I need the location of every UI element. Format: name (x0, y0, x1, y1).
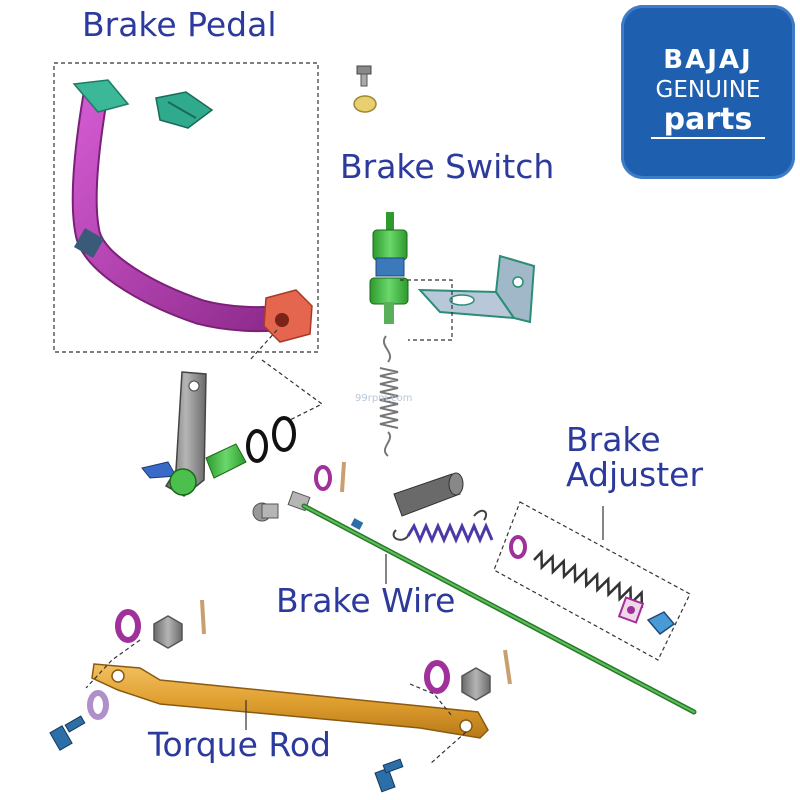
lever-to-oring-dashed-line (261, 359, 324, 421)
brake-lever-part (141, 371, 247, 497)
torque-screw-2 (374, 758, 404, 793)
bajaj-genuine-parts-logo: BAJAJ GENUINE parts (621, 5, 795, 179)
pedal-clamp (263, 289, 313, 343)
bolt-part (356, 65, 372, 87)
torque-nut-2 (461, 667, 491, 701)
switch-dashed-line (400, 279, 453, 341)
split-pin-1 (340, 461, 346, 493)
o-ring-1 (246, 429, 268, 463)
nut-part (353, 95, 377, 113)
torque-screw-1 (49, 715, 86, 751)
o-ring-2 (272, 416, 296, 452)
switch-bracket-part (417, 254, 536, 324)
badge-brand-text: BAJAJ (663, 45, 753, 75)
split-pin-2 (200, 599, 206, 635)
torque-washer-1 (115, 609, 141, 643)
brake-adjuster-label: Brake Adjuster (566, 420, 704, 494)
torque-rod-part (91, 663, 489, 739)
torque-nut-1 (153, 615, 183, 649)
wire-washer (314, 465, 332, 491)
wire-sleeve-part (393, 472, 464, 517)
adjuster-trunnion (617, 596, 645, 624)
brake-pedal-part (71, 79, 296, 333)
adjuster-washer (509, 535, 527, 559)
brake-wire-part (301, 503, 697, 715)
adjuster-spring (533, 549, 644, 608)
switch-spring-part (379, 335, 399, 457)
split-pin-3 (503, 649, 512, 685)
brake-adjuster-label-line2: Adjuster (566, 454, 704, 494)
brake-wire-label: Brake Wire (276, 581, 456, 620)
brake-switch-part (369, 212, 409, 324)
watermark-text: 99rpm.com (355, 393, 413, 404)
badge-parts-text: parts (663, 102, 753, 137)
wire-return-spring (392, 509, 494, 544)
torque-dashed-line-1 (85, 639, 141, 689)
torque-washer-2 (87, 690, 109, 720)
badge-underline (651, 137, 765, 139)
brake-adjuster-dashed-box (493, 501, 691, 661)
pedal-rubber-pad (155, 91, 214, 129)
brake-pedal-label: Brake Pedal (82, 5, 277, 44)
brake-pedal-dashed-box (53, 62, 319, 353)
brake-switch-label: Brake Switch (340, 147, 555, 186)
wire-pin-part (252, 502, 279, 522)
adjuster-nut (646, 611, 676, 636)
brake-adjuster-label-line1: Brake (566, 420, 661, 459)
torque-rod-label: Torque Rod (148, 725, 331, 764)
badge-genuine-text: GENUINE (655, 77, 761, 103)
torque-washer-3 (424, 660, 450, 694)
torque-dashed-line-3 (429, 731, 467, 765)
torque-dashed-line-2 (409, 683, 453, 717)
